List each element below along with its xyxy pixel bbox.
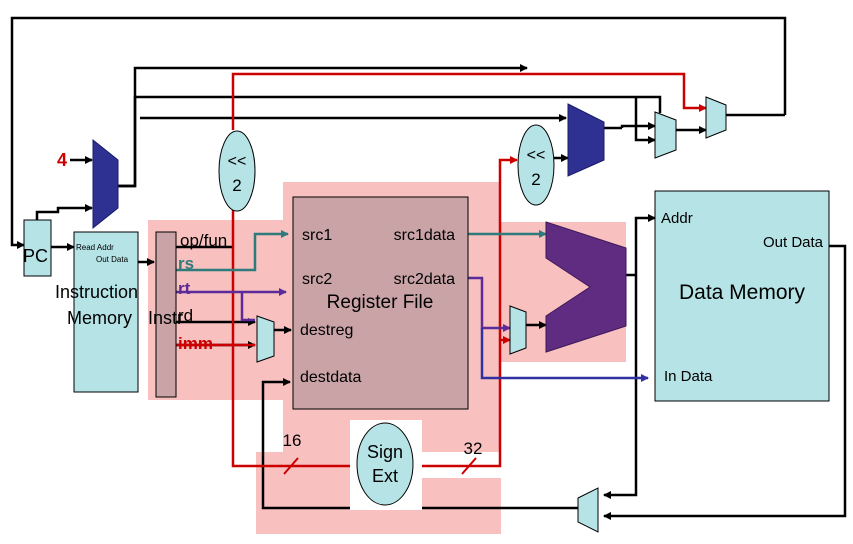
- colored-wires: [176, 230, 649, 382]
- imem-out-data: Out Data: [96, 255, 129, 264]
- instruction-register: [155, 231, 177, 398]
- imem-read-addr: Read Addr: [76, 243, 114, 252]
- adder-const-4: 4: [57, 150, 67, 170]
- dmem-in-data: In Data: [664, 368, 713, 385]
- regfile-title: Register File: [327, 292, 434, 313]
- writeback-mux: [577, 487, 599, 533]
- sign-ext-line2: Ext: [372, 466, 398, 486]
- program-counter: PC: [23, 219, 52, 277]
- shift-left-jump-op: <<: [228, 153, 247, 170]
- alu-src-mux: [509, 305, 527, 355]
- red-wires: [176, 72, 707, 475]
- regfile-src1data: src1data: [394, 227, 455, 244]
- shift-left-branch-amount: 2: [531, 170, 540, 189]
- branch-adder: [567, 103, 605, 177]
- field-rs: rs: [178, 254, 194, 273]
- alu: [545, 221, 627, 353]
- sign-extend: Sign Ext: [350, 420, 422, 510]
- branch-mux: [654, 111, 677, 159]
- pc-label: PC: [23, 246, 48, 266]
- dmem-addr: Addr: [661, 210, 693, 227]
- regfile-src2data: src2data: [394, 271, 455, 288]
- field-rt: rt: [178, 279, 191, 298]
- field-rd: rd: [178, 306, 193, 325]
- shift-left-branch: << 2: [517, 124, 555, 206]
- shift-left-branch-op: <<: [527, 147, 546, 164]
- regfile-src1: src1: [302, 227, 332, 244]
- shift-left-jump: << 2: [218, 130, 256, 212]
- data-memory: Data Memory Addr Out Data In Data: [654, 190, 830, 402]
- regfile-destreg: destreg: [300, 322, 353, 339]
- register-file: Register File src1 src2 destreg destdata…: [292, 196, 469, 410]
- pc-adder: [92, 138, 119, 230]
- dmem-title: Data Memory: [679, 281, 806, 304]
- field-imm: imm: [178, 334, 213, 353]
- regfile-src2: src2: [302, 271, 332, 288]
- black-wires: [10, 16, 847, 520]
- instruction-memory: Read Addr Out Data Instruction Memory: [55, 231, 139, 393]
- width-32: 32: [464, 439, 483, 458]
- dmem-out-data: Out Data: [763, 234, 824, 251]
- shift-left-jump-amount: 2: [232, 176, 241, 195]
- jump-mux: [705, 96, 727, 139]
- imem-title-1: Instruction: [55, 282, 138, 302]
- regfile-destdata: destdata: [300, 369, 361, 386]
- instr-label: Instr: [148, 308, 183, 328]
- destreg-mux: [256, 315, 275, 363]
- imem-title-2: Memory: [67, 308, 132, 328]
- sign-ext-line1: Sign: [367, 442, 403, 462]
- field-opfun: op/fun: [180, 231, 227, 250]
- width-16: 16: [283, 431, 302, 450]
